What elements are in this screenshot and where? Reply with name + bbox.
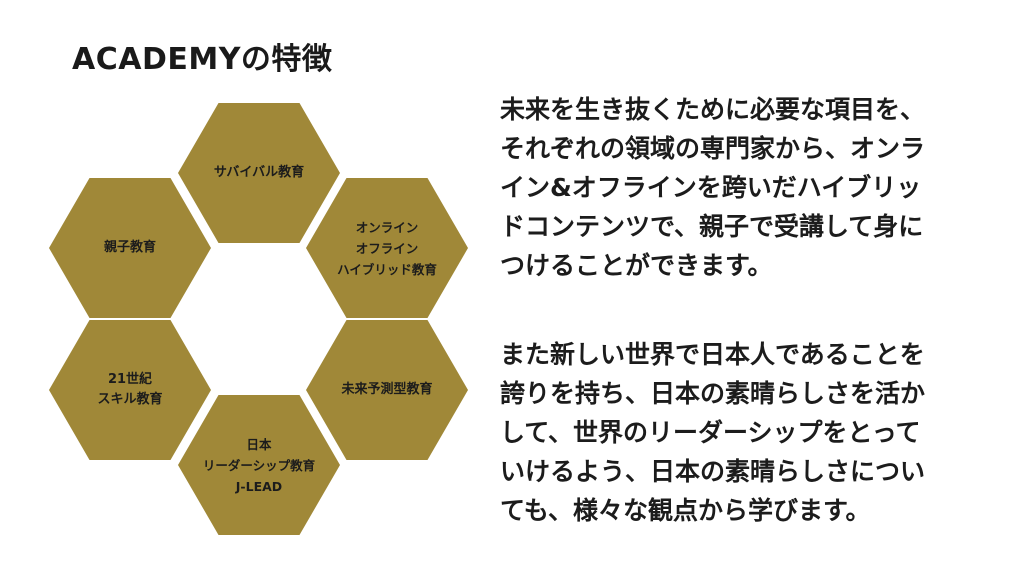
- hex-survival-education: サバイバル教育: [178, 103, 340, 243]
- hex-label: 未来予測型教育: [341, 382, 433, 397]
- hex-label: サバイバル教育: [213, 165, 305, 180]
- hex-future-prediction-education: 未来予測型教育: [306, 320, 468, 460]
- hex-label: 21世紀 スキル教育: [97, 372, 163, 407]
- hex-parent-child-education: 親子教育: [49, 178, 211, 318]
- hex-online-offline-hybrid-education: オンライン オフライン ハイブリッド教育: [306, 178, 468, 318]
- body-paragraph-1: 未来を生き抜くために必要な項目を、 それぞれの領域の専門家から、オンラ イン&オ…: [500, 95, 926, 280]
- slide-title: ACADEMYの特徴: [72, 42, 333, 77]
- hex-japan-leadership-education: 日本 リーダーシップ教育 J-LEAD: [178, 395, 340, 535]
- hex-label: 日本 リーダーシップ教育 J-LEAD: [202, 436, 316, 494]
- hex-label: 親子教育: [103, 240, 156, 255]
- body-paragraph-2: また新しい世界で日本人であることを 誇りを持ち、日本の素晴らしさを活か して、世…: [500, 340, 926, 525]
- hex-21st-century-skills-education: 21世紀 スキル教育: [49, 320, 211, 460]
- hex-label: オンライン オフライン ハイブリッド教育: [337, 219, 437, 277]
- hexagon-cluster: サバイバル教育 親子教育 オンライン オフライン ハイブリッド教育 21世紀 ス…: [0, 0, 480, 571]
